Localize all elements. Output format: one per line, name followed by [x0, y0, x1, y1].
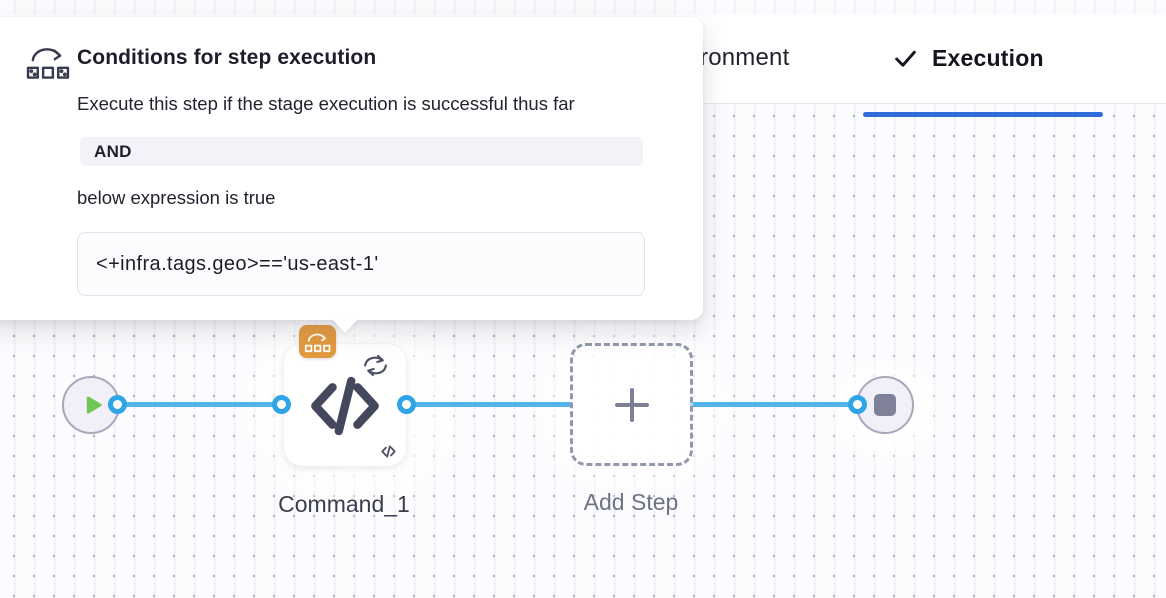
edge-command-to-addstep [406, 402, 573, 407]
expression-box: <+infra.tags.geo>=='us-east-1' [77, 232, 645, 296]
connector-port[interactable] [108, 395, 127, 414]
expression-value: <+infra.tags.geo>=='us-east-1' [96, 252, 379, 275]
expression-intro: below expression is true [77, 187, 276, 208]
plus-icon [614, 387, 650, 423]
code-step-icon [306, 370, 384, 442]
stop-icon [874, 394, 896, 416]
check-icon [893, 46, 918, 71]
add-step-label[interactable]: Add Step [583, 489, 679, 515]
conditions-popover: Conditions for step execution Execute th… [0, 17, 703, 320]
connector-port[interactable] [272, 395, 291, 414]
tab-execution[interactable]: Execution [893, 14, 1044, 102]
step-label[interactable]: Command_1 [278, 491, 410, 517]
start-node [62, 376, 120, 434]
operator-label: AND [94, 141, 132, 161]
step-type-mini-icon [380, 444, 397, 459]
step-node-command[interactable] [284, 344, 406, 466]
edge-addstep-to-end [690, 402, 858, 407]
popover-description: Execute this step if the stage execution… [77, 93, 575, 114]
popover-title: Conditions for step execution [77, 46, 377, 69]
conditional-execution-icon [25, 43, 70, 80]
play-icon [85, 395, 103, 415]
connector-port[interactable] [848, 395, 867, 414]
conditional-execution-badge[interactable] [299, 325, 336, 358]
connector-port[interactable] [397, 395, 416, 414]
edge-start-to-command [118, 402, 281, 407]
popover-arrow [332, 319, 358, 333]
tab-environment-label: ronment [700, 44, 790, 71]
active-tab-underline [863, 112, 1103, 117]
add-step-button[interactable] [570, 343, 693, 466]
operator-pill: AND [80, 137, 643, 166]
conditional-execution-icon [304, 330, 331, 353]
tab-environment-partial[interactable]: ronment [700, 14, 789, 102]
tab-execution-label: Execution [932, 44, 1044, 71]
